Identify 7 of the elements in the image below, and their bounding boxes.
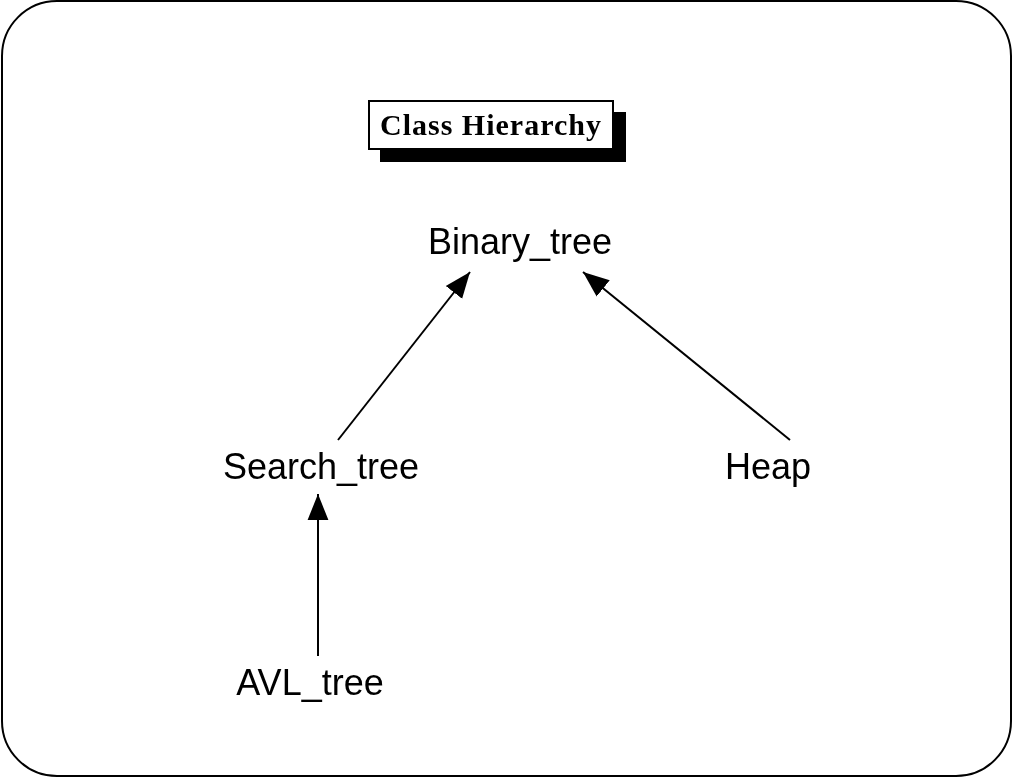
class-name: AVL_tree (236, 662, 384, 704)
inheritance-arrow (337, 271, 471, 441)
class-name: Heap (724, 446, 812, 488)
class-name: Search_tree (222, 446, 420, 488)
class-name: Binary_tree (427, 221, 613, 263)
inheritance-arrow (582, 271, 791, 441)
inheritance-arrow (307, 493, 329, 657)
